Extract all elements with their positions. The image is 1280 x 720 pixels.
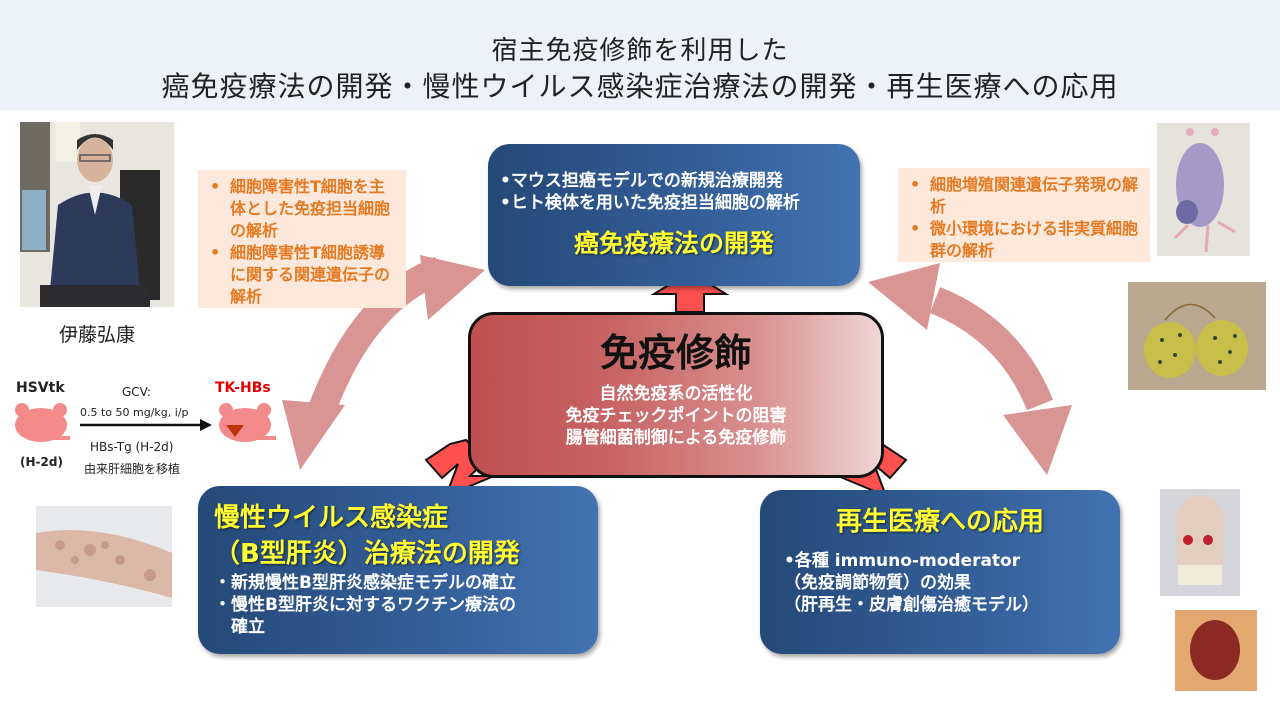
hsvtk-strain-label: (H-2d) [20, 455, 63, 469]
right-curved-double-arrow [868, 263, 1072, 475]
regen-line: •各種 immuno-moderator [784, 551, 1021, 571]
hepatitis-bullet: ・慢性B型肝炎に対するワクチン療法の [214, 595, 516, 615]
hepatitis-bullet: ・新規慢性B型肝炎感染症モデルの確立 [214, 573, 516, 593]
cancer-bullet: •ヒト検体を用いた免疫担当細胞の解析 [500, 193, 800, 213]
center-line: 自然免疫系の活性化 [599, 384, 753, 404]
person-name: 伊藤弘康 [58, 324, 135, 346]
hepatitis-title-line-1: 慢性ウイルス感染症 [214, 503, 449, 533]
right-analysis-item: 細胞増殖関連遺伝子発現の解析 [908, 174, 1142, 218]
lung-metastasis-photo [1128, 282, 1266, 390]
gcv-arrow [80, 419, 212, 431]
center-line: 腸管細菌制御による免疫修飾 [565, 428, 787, 448]
mouse-tkhbs-icon [219, 403, 276, 442]
regen-line: （免疫調節物質）の効果 [784, 573, 971, 593]
tkhbs-label: TK-HBs [215, 380, 271, 396]
transplant-label: 由来肝細胞を移植 [84, 462, 181, 476]
center-line: 免疫チェックポイントの阻害 [565, 406, 787, 426]
hepatitis-therapy-box: 慢性ウイルス感染症 （B型肝炎）治療法の開発 ・新規慢性B型肝炎感染症モデルの確… [198, 486, 598, 654]
title-line-2: 癌免疫療法の開発・慢性ウイルス感染症治療法の開発・再生医療への応用 [161, 70, 1119, 103]
immune-modification-box: 免疫修飾 自然免疫系の活性化 免疫チェックポイントの阻害 腸管細菌制御による免疫… [468, 312, 884, 478]
gcv-dose-label: 0.5 to 50 mg/kg, i/p [80, 406, 189, 419]
left-analysis-item: 細胞障害性T細胞を主体とした免疫担当細胞の解析 [208, 176, 398, 242]
mouse-hsvtk-icon [15, 403, 70, 442]
regenerative-medicine-box: 再生医療への応用 •各種 immuno-moderator （免疫調節物質）の効… [760, 490, 1120, 654]
tumor-mouse-photo [1157, 123, 1250, 256]
title-line-1: 宿主免疫修飾を利用した [491, 36, 789, 66]
regen-title: 再生医療への応用 [835, 507, 1044, 537]
cancer-box-title: 癌免疫療法の開発 [573, 229, 774, 258]
header-banner: 宿主免疫修飾を利用した 癌免疫療法の開発・慢性ウイルス感染症治療法の開発・再生医… [0, 0, 1280, 110]
regen-line: （肝再生・皮膚創傷治癒モデル） [784, 595, 1039, 615]
portrait-photo [20, 122, 174, 307]
wound-mouse-photo [1160, 489, 1240, 596]
center-title: 免疫修飾 [599, 331, 752, 375]
hepatitis-title-line-2: （B型肝炎）治療法の開発 [214, 539, 520, 569]
wound-closeup-photo [1175, 610, 1257, 691]
left-analysis-item: 細胞障害性T細胞誘導に関する関連遺伝子の解析 [208, 242, 398, 308]
gcv-label: GCV: [122, 385, 151, 399]
hsvtk-label: HSVtk [16, 380, 65, 396]
left-analysis-box: 細胞障害性T細胞を主体とした免疫担当細胞の解析 細胞障害性T細胞誘導に関する関連… [198, 170, 406, 308]
right-analysis-box: 細胞増殖関連遺伝子発現の解析 微小環境における非実質細胞群の解析 [898, 168, 1150, 262]
cancer-immunotherapy-box: •マウス担癌モデルでの新規治療開発 •ヒト検体を用いた免疫担当細胞の解析 癌免疫… [488, 144, 860, 286]
liver-histology-photo [36, 506, 172, 607]
cancer-bullet: •マウス担癌モデルでの新規治療開発 [500, 171, 783, 191]
donor-label: HBs-Tg (H-2d) [90, 440, 174, 454]
hepatitis-bullet: 確立 [214, 617, 265, 637]
right-analysis-item: 微小環境における非実質細胞群の解析 [908, 218, 1142, 262]
